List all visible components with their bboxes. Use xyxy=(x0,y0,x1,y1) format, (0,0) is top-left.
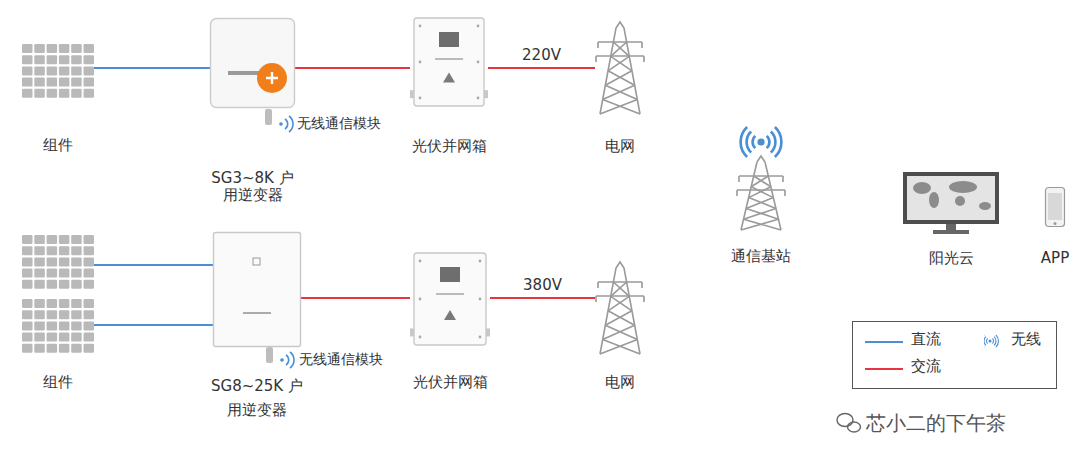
legend-box: 直流交流 无线 xyxy=(852,321,1057,389)
wire xyxy=(94,264,213,266)
wire xyxy=(94,67,210,69)
monitor-icon: 阳光云 xyxy=(903,172,999,234)
node-label: 组件 xyxy=(43,373,73,391)
node-icon xyxy=(22,44,94,100)
module-label: 无线通信模块 xyxy=(299,351,383,369)
node-label: 电网 xyxy=(605,137,635,155)
inverter: SG3~8K 户用逆变器 xyxy=(210,18,295,108)
node-label: 组件 xyxy=(43,136,73,154)
wire xyxy=(301,297,410,299)
tower-icon: 电网 xyxy=(595,262,645,354)
node-icon xyxy=(595,262,645,354)
solar-panel: 组件 xyxy=(22,235,94,355)
box-icon: 光伏并网箱 xyxy=(410,18,488,106)
node-label: SG3~8K 户用逆变器 xyxy=(205,170,301,204)
node-label: 光伏并网箱 xyxy=(412,137,487,155)
node-icon xyxy=(735,118,787,230)
node-label: APP xyxy=(1041,249,1069,267)
wireless-symbol xyxy=(280,352,294,368)
wire xyxy=(490,297,595,299)
wireless-symbol xyxy=(984,331,1004,351)
legend-text: 无线 xyxy=(1011,330,1041,349)
voltage-label: 220V xyxy=(522,46,561,64)
legend-text: 直流 xyxy=(911,330,941,349)
node-icon xyxy=(903,172,999,234)
solar-panel: 组件 xyxy=(22,44,94,100)
watermark: 芯小二的下午茶 xyxy=(866,410,1006,437)
legend-swatch xyxy=(865,368,903,370)
box-icon: 光伏并网箱 xyxy=(410,253,490,345)
phone-icon: APP xyxy=(1045,187,1065,227)
module-label: 无线通信模块 xyxy=(297,115,381,133)
legend-text: 交流 xyxy=(911,357,941,376)
wire xyxy=(94,324,213,326)
node-icon xyxy=(210,18,295,108)
antenna xyxy=(266,347,273,363)
node-icon xyxy=(22,235,94,355)
node-icon xyxy=(410,18,488,106)
legend-swatch xyxy=(865,341,903,343)
node-label: 阳光云 xyxy=(929,249,974,267)
node-icon xyxy=(1045,187,1065,227)
station-icon: 通信基站 xyxy=(735,118,787,230)
tower-icon: 电网 xyxy=(595,22,645,114)
voltage-label: 380V xyxy=(523,276,562,294)
node-label: 电网 xyxy=(605,373,635,391)
inverter: SG8~25K 户用逆变器 xyxy=(213,232,301,347)
node-icon xyxy=(213,232,301,347)
wire xyxy=(488,67,595,69)
node-icon xyxy=(595,22,645,114)
antenna xyxy=(265,109,272,125)
wechat-icon xyxy=(837,414,861,433)
node-label: 通信基站 xyxy=(731,247,791,265)
node-label: 光伏并网箱 xyxy=(413,373,488,391)
wire xyxy=(295,67,410,69)
node-icon xyxy=(410,253,490,345)
wireless-symbol xyxy=(279,116,293,132)
node-label: SG8~25K 户用逆变器 xyxy=(205,374,309,422)
